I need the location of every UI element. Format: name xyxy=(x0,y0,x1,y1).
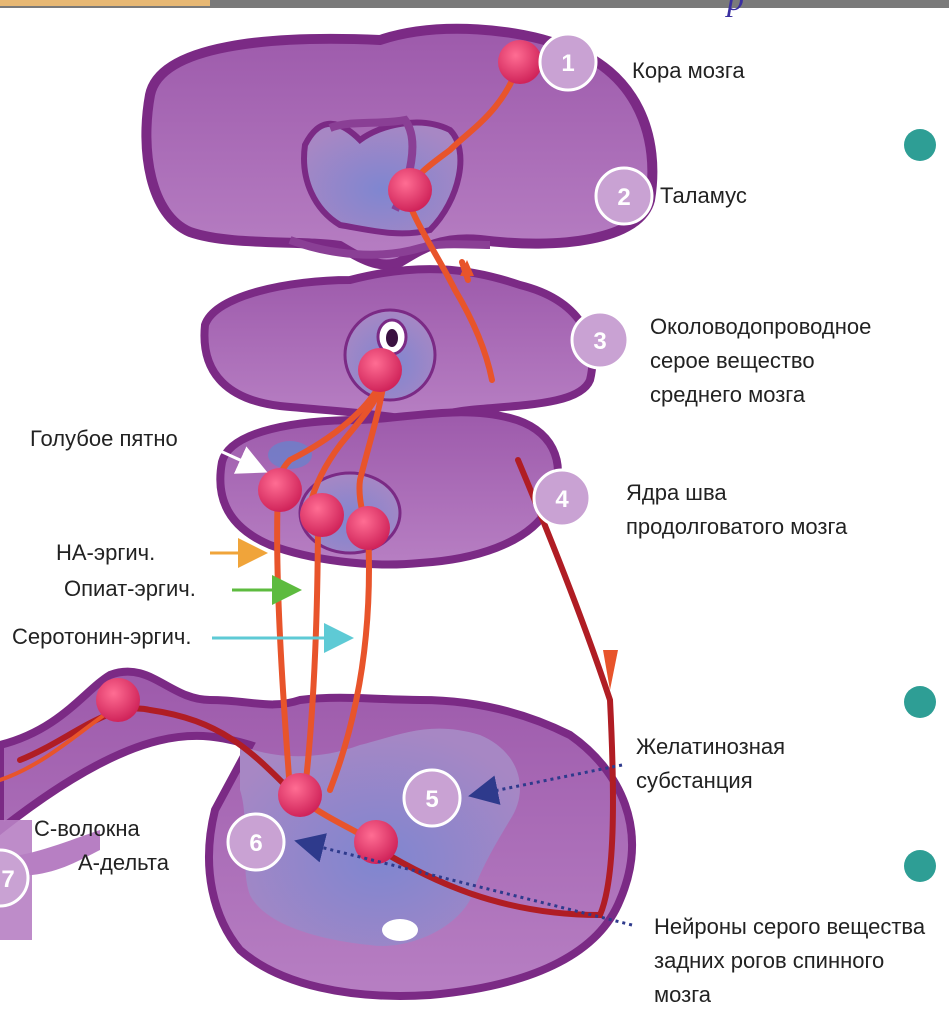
neuron-raphe-1 xyxy=(300,493,344,537)
badge-1-number: 1 xyxy=(561,50,574,77)
label-dorsal-horn-line-2: задних рогов спинного xyxy=(654,948,884,973)
bullet-2 xyxy=(904,686,936,718)
neuron-dorsal-horn-2 xyxy=(354,820,398,864)
badge-2-number: 2 xyxy=(617,184,630,211)
label-serotonin-ergic: Серотонин-эргич. xyxy=(12,624,191,649)
badge-6-number: 6 xyxy=(249,830,262,857)
neuron-locus xyxy=(258,468,302,512)
label-pag-line-3: среднего мозга xyxy=(650,382,806,407)
label-cortex: Кора мозга xyxy=(632,58,745,83)
neuron-raphe-2 xyxy=(346,506,390,550)
midbrain-section xyxy=(204,269,592,419)
label-gelatinosa-line-1: Желатинозная xyxy=(636,734,785,759)
label-locus-coeruleus: Голубое пятно xyxy=(30,426,178,451)
label-raphe-line-2: продолговатого мозга xyxy=(626,514,848,539)
label-ne-ergic: НА-эргич. xyxy=(56,540,155,565)
neuron-cortex xyxy=(498,40,542,84)
label-raphe-line-1: Ядра шва xyxy=(626,480,727,505)
bullet-1 xyxy=(904,129,936,161)
bullet-3 xyxy=(904,850,936,882)
label-c-fibers: С-волокна xyxy=(34,816,141,841)
label-dorsal-horn-line-1: Нейроны серого вещества xyxy=(654,914,926,939)
header-fragment: p xyxy=(725,0,744,18)
label-pag-line-1: Околоводопроводное xyxy=(650,314,871,339)
neuron-ganglion xyxy=(96,678,140,722)
neuron-thalamus xyxy=(388,168,432,212)
neuron-dorsal-horn-1 xyxy=(278,773,322,817)
label-pag-line-2: серое вещество xyxy=(650,348,815,373)
label-opiate-ergic: Опиат-эргич. xyxy=(64,576,196,601)
neuron-pag xyxy=(358,348,402,392)
badge-7-number: 7 xyxy=(1,866,14,893)
label-gelatinosa-line-2: субстанция xyxy=(636,768,753,793)
badge-3-number: 3 xyxy=(593,328,606,355)
badge-4-number: 4 xyxy=(555,486,569,513)
badge-5-number: 5 xyxy=(425,786,438,813)
label-thalamus: Таламус xyxy=(660,183,747,208)
step-labels: Кора мозга Таламус Околоводопроводное се… xyxy=(626,58,926,1007)
label-a-delta: А-дельта xyxy=(78,850,170,875)
label-dorsal-horn-line-3: мозга xyxy=(654,982,712,1007)
